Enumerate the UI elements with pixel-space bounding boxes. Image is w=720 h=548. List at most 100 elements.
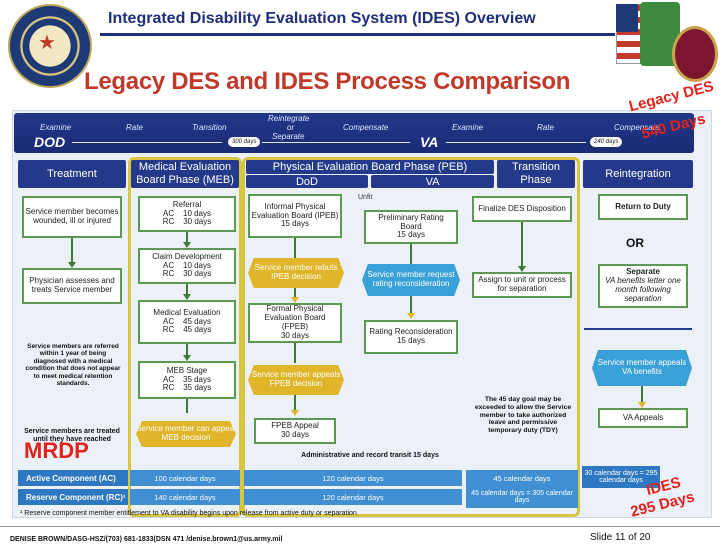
timeline-300-days: 300 days [228,137,261,147]
timeline-separate: Separate [272,132,305,141]
peb-ipeb-box: Informal Physical Evaluation Board (IPEB… [248,194,342,238]
timeline-rate-va: Rate [537,123,554,132]
footer-contact: DENISE BROWN/DASG-HSZ/(703) 681-1833(DSN… [10,536,283,543]
phase-transition: Transition Phase [497,160,575,188]
timeline-rate-dod: Rate [126,123,143,132]
peb-fpeb-appeal-box: FPEB Appeal 30 days [254,418,336,444]
reintegration-or: OR [626,236,644,250]
timeline-reintegrate: Reintegrate [268,114,310,123]
transition-goal-note: The 45 day goal may be exceeded to allow… [474,396,572,435]
phase-meb: Medical Evaluation Board Phase (MEB) [131,160,239,188]
meb-referral-box: Referral AC 10 days RC 30 days [138,196,236,232]
connector [294,343,296,363]
reintegration-appeals-benefits: Service member appeals VA benefits [592,350,692,386]
arrow-down-icon [183,355,191,361]
slide-label: Slide [590,532,613,543]
meb-medical-eval-box: Medical Evaluation AC 45 days RC 45 days [138,300,236,344]
admin-transit-note: Administrative and record transit 15 day… [301,452,439,459]
arrow-down-icon [183,242,191,248]
header-divider [100,33,615,36]
ac-meb-days: 100 calendar days [130,470,240,486]
connector [294,288,296,300]
mrdp-label: MRDP [24,438,89,463]
peb-highlight [242,157,580,517]
connector [410,244,412,264]
connector [294,395,296,411]
timeline-va-label: VA [420,134,439,150]
arrow-down-icon [291,410,299,416]
timeline-va-arrow [446,142,586,143]
row-label-reserve: Reserve Component (RC)¹ [18,489,128,505]
reintegration-divider [584,328,692,330]
footnote: ¹ Reserve component member entitlement t… [20,510,357,517]
peb-rebuts-decision: Service member rebuts IPEB decision [248,258,344,288]
phase-peb-dod: DoD [246,175,368,188]
arrow-down-icon [518,266,526,272]
peb-rating-reconsideration-request: Service member request rating reconsider… [362,264,460,296]
flag-canton [616,4,638,32]
timeline-transition: Transition [192,123,227,132]
peb-preliminary-rating-box: Preliminary Rating Board 15 days [364,210,458,244]
reintegration-va-appeals-box: VA Appeals [598,408,688,428]
page-title: Legacy DES and IDES Process Comparison [84,68,571,95]
timeline-examine-dod: Examine [40,123,72,132]
treatment-wounded-box: Service member becomes wounded, ill or i… [22,196,122,238]
peb-rating-reconsideration-box: Rating Reconsideration 15 days [364,320,458,354]
treatment-physician-box: Physician assesses and treats Service me… [22,268,122,304]
connector [186,232,188,242]
phase-treatment: Treatment [18,160,126,188]
rc-peb-days: 120 calendar days [244,489,462,505]
arrow-down-icon [638,402,646,408]
meb-stage-box: MEB Stage AC 35 days RC 35 days [138,361,236,399]
timeline-dod-label: DOD [34,134,66,150]
connector [294,238,296,258]
timeline-240-days: 240 days [590,137,623,147]
peb-appeals-fpeb-decision: Service member appeals FPEB decision [248,365,344,395]
row-label-active: Active Component (AC) [18,470,128,486]
rc-total-days: 45 calendar days = 305 calendar days [466,486,578,508]
unfit-label: Unfit [358,194,373,201]
army-seal-logo [8,4,92,88]
connector [521,222,523,266]
slide-total: of 20 [628,532,651,543]
arrow-down-icon [183,294,191,300]
transition-finalize-box: Finalize DES Disposition [472,196,572,222]
timeline-or: or [287,123,295,132]
timeline-dod-arrow [72,142,222,143]
slide-number: 11 [615,532,626,543]
phase-peb: Physical Evaluation Board Phase (PEB) [246,160,494,174]
connector [186,284,188,294]
transition-assign-box: Assign to unit or process for separation [472,272,572,298]
process-timeline-bar [14,113,694,153]
star-icon: ★ [38,32,56,54]
timeline-compensate-va: Compensate [614,123,660,132]
meb-highlight [128,157,242,517]
treatment-until-note: Service members are treated until they h… [24,428,120,444]
peb-fpeb-box: Formal Physical Evaluation Board (FPEB) … [248,303,342,343]
phase-reintegration: Reintegration [583,160,693,188]
phase-peb-va: VA [371,175,494,188]
reintegration-return-box: Return to Duty [598,194,688,220]
timeline-compensate: Compensate [343,123,389,132]
separate-body: VA benefits letter one month following s… [605,276,681,303]
medical-insignia-logo [672,26,718,82]
meb-claim-box: Claim Development AC 10 days RC 30 days [138,248,236,284]
footer-divider [0,526,720,527]
connector [186,344,188,355]
slide-counter: Slide 11 of 20 [590,532,650,543]
treatment-referral-note: Service members are referred within 1 ye… [25,343,121,388]
ac-transition-days: 45 calendar days [466,470,578,486]
rc-meb-days: 140 calendar days [130,489,240,505]
connector [71,238,73,262]
connector [186,399,188,413]
ac-total-days: 30 calendar days = 295 calendar days [582,466,660,488]
header-title: Integrated Disability Evaluation System … [108,10,536,27]
timeline-mid-arrow [262,142,410,143]
separate-title: Separate [626,267,660,277]
arrow-down-icon [407,313,415,319]
meb-appeal-decision: Service member can appeal MEB decision [136,421,236,447]
timeline-examine-va: Examine [452,123,484,132]
connector [410,296,412,314]
reintegration-separate-box: Separate VA benefits letter one month fo… [598,264,688,308]
arrow-down-icon [291,297,299,303]
